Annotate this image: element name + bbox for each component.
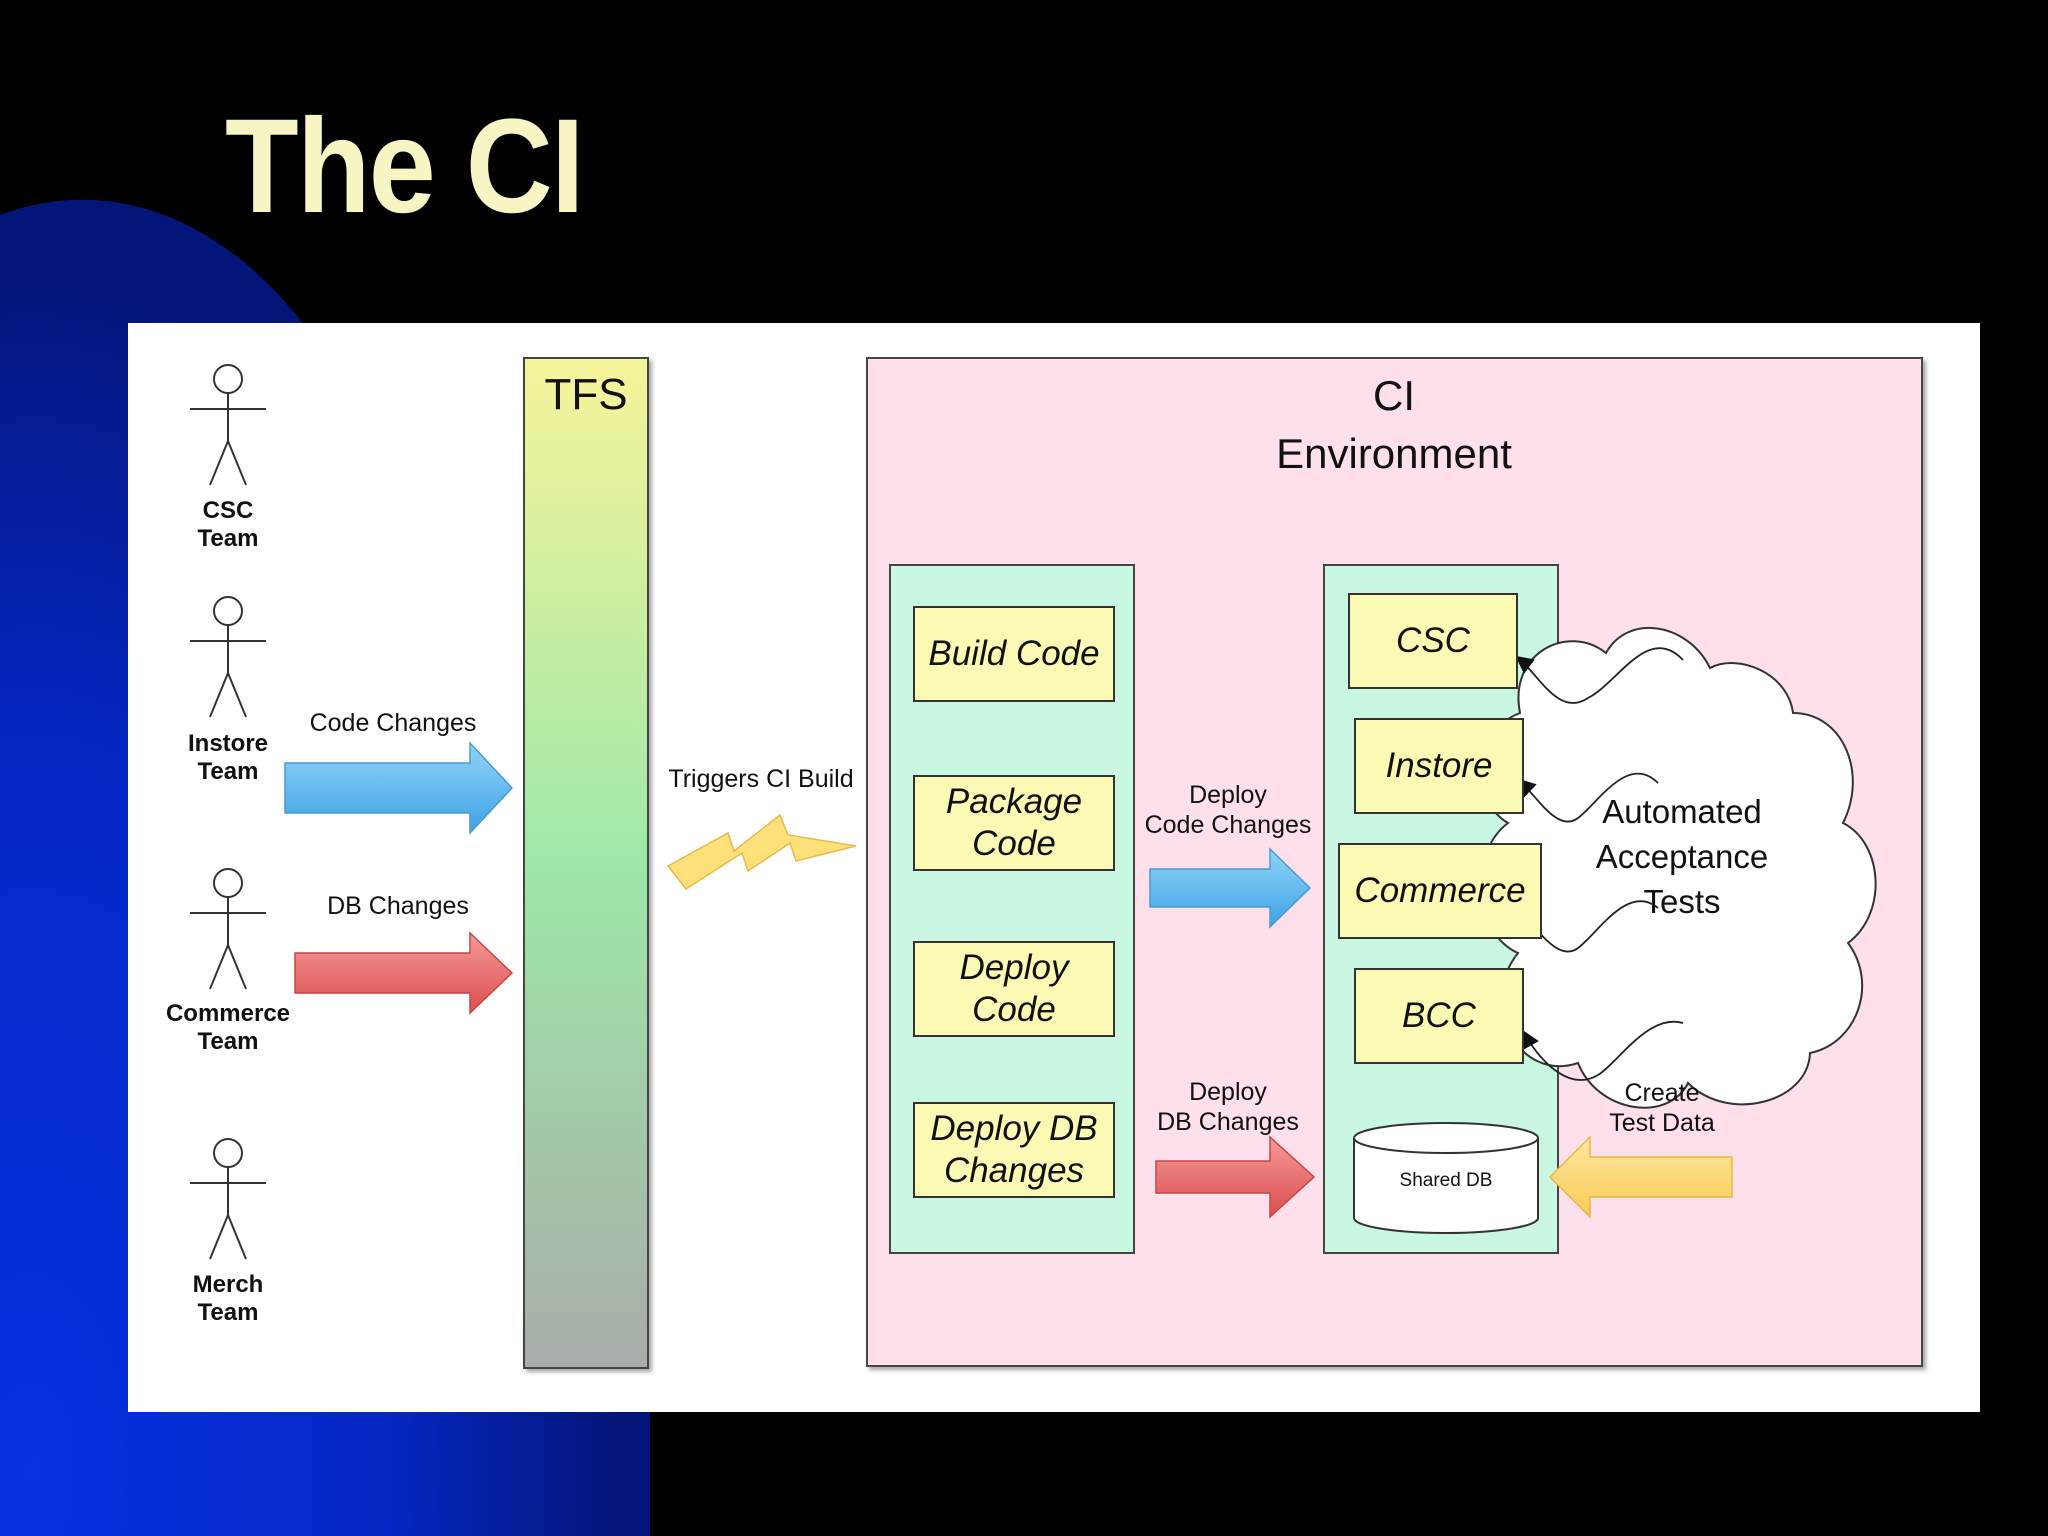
cloud-label: Automated Acceptance Tests [1552,789,1812,924]
actor-label-merch: Merch Team [153,1271,303,1327]
automated-tests-cloud [1479,627,1877,1109]
build-code-step: Build Code [913,606,1115,702]
shared-db-cylinder-icon [1353,1122,1539,1234]
tfs-title: TFS [544,370,628,419]
cloud-label-line3: Tests [1643,883,1721,920]
ci-environment-title: CI Environment [1194,367,1594,483]
triggers-ci-build-label: Triggers CI Build [668,765,854,793]
actor-label-commerce-line2: Team [197,1028,259,1055]
deploy-db-changes-label: Deploy DB Changes [1136,1077,1320,1137]
build-code-step-line1: Build Code [928,634,1100,673]
actor-label-instore-line1: Instore [187,730,268,757]
deploy-db-changes-step-line1: Deploy DB [930,1109,1098,1148]
db-changes-label: DB Changes [327,892,469,920]
actor-label-csc-line2: Team [197,525,259,552]
deploy-code-changes-label: Deploy Code Changes [1136,780,1320,840]
deploy-code-arrow [1149,847,1312,929]
package-code-step: Package Code [913,775,1115,871]
deploy-code-changes-label-line1: Deploy [1189,781,1267,809]
create-test-data-label-line2: Test Data [1609,1109,1715,1137]
cloud-label-line2: Acceptance [1595,838,1769,875]
cloud-label-line1: Automated [1602,793,1762,830]
actor-label-instore-line2: Team [197,758,259,785]
package-code-step-line1: Package [945,782,1083,821]
deploy-code-changes-label-line2: Code Changes [1144,811,1312,839]
deploy-db-changes-label-line1: Deploy [1189,1078,1267,1106]
actor-figure-csc [190,364,266,486]
actor-figure-commerce [190,868,266,990]
actor-label-commerce: Commerce Team [153,1000,303,1056]
tfs-column [523,357,649,1369]
slide-title: The CI [225,92,585,241]
ci-environment-title-line2: Environment [1276,430,1512,477]
ci-environment-title-line1: CI [1373,372,1415,419]
deploy-code-step-line2: Code [972,990,1056,1029]
db-changes-arrow [294,931,514,1015]
deploy-db-changes-step-line2: Changes [943,1151,1085,1190]
actor-label-csc: CSC Team [153,497,303,553]
ci-diagram: CSC Team Instore Team Commerce Team Merc… [128,323,1980,1412]
lightning-bolt-icon [666,813,857,891]
deploy-code-step-line1: Deploy [959,948,1069,987]
actor-label-merch-line1: Merch [192,1271,264,1298]
package-code-step-line2: Code [972,824,1056,863]
actor-label-commerce-line1: Commerce [165,1000,291,1027]
app-bcc: BCC [1354,968,1524,1064]
deploy-code-step: Deploy Code [913,941,1115,1037]
deploy-db-changes-step: Deploy DB Changes [913,1102,1115,1198]
deploy-db-changes-label-line2: DB Changes [1157,1108,1299,1136]
actor-figure-instore [190,596,266,718]
app-csc: CSC [1348,593,1518,689]
app-instore: Instore [1354,718,1524,814]
create-test-data-label-line1: Create [1624,1079,1700,1107]
app-commerce: Commerce [1338,843,1542,939]
actor-label-instore: Instore Team [153,730,303,786]
actor-label-merch-line2: Team [197,1299,259,1326]
create-test-data-arrow [1548,1135,1733,1219]
shared-db-label: Shared DB [1399,1170,1493,1191]
actor-figure-merch [190,1138,266,1260]
code-changes-label: Code Changes [309,709,477,737]
create-test-data-label: Create Test Data [1592,1078,1732,1138]
actor-label-csc-line1: CSC [202,497,254,524]
code-changes-arrow [284,741,514,835]
deploy-db-arrow [1155,1135,1316,1219]
